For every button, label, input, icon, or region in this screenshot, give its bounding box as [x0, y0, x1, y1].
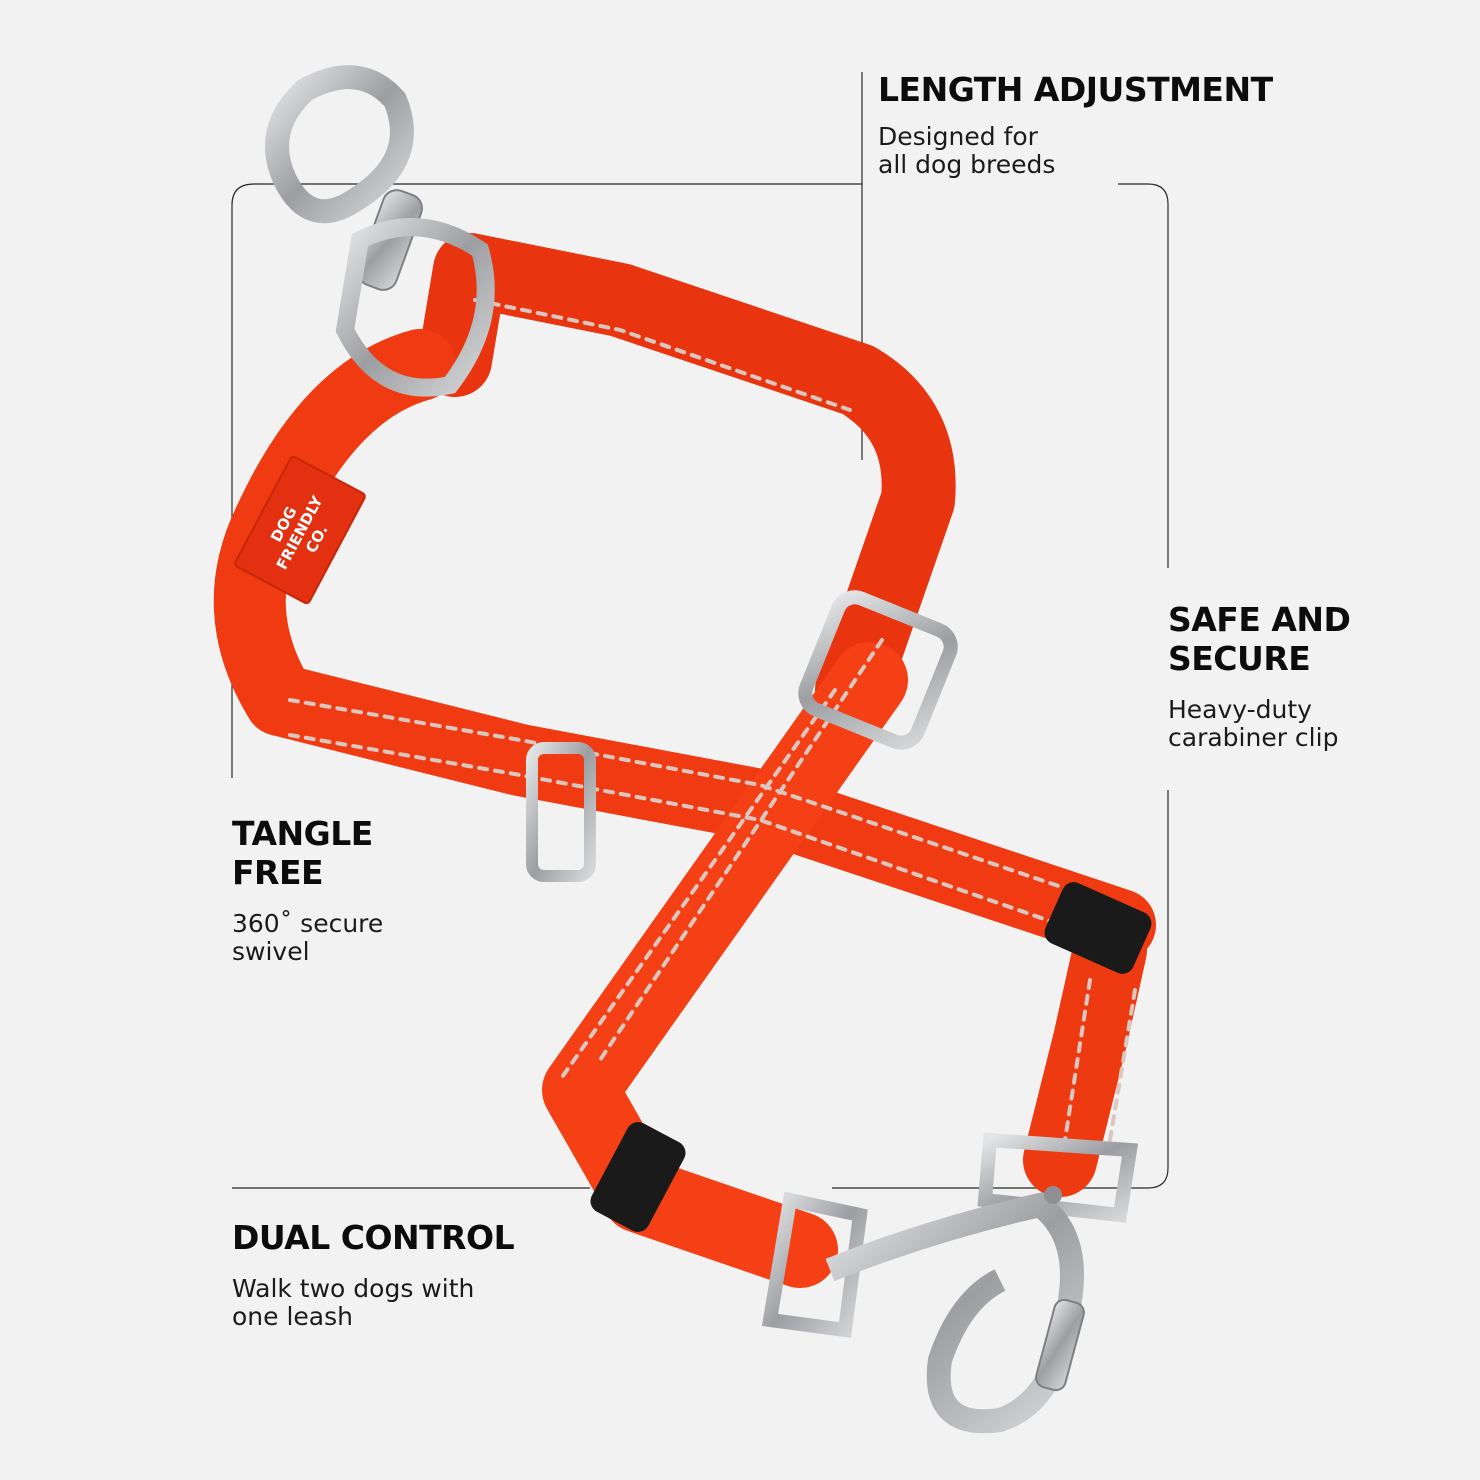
strap-segment-right-drop [1023, 913, 1147, 1197]
callout-line-right-lower [832, 790, 1169, 1189]
callout-line-top-right [1118, 183, 1169, 568]
swivel-ring-icon [265, 65, 495, 397]
feature-description: 360˚ secure swivel [232, 909, 384, 966]
feature-tangle-free: TANGLE FREE 360˚ secure swivel [232, 814, 383, 966]
feature-description: Walk two dogs with one leash [232, 1274, 475, 1331]
callout-line-top-left [231, 183, 862, 778]
feature-safe-and-secure: SAFE AND SECURE Heavy-duty carabiner cli… [1168, 600, 1351, 752]
strap-segment-diagonal [542, 642, 908, 1288]
strap-segment-upper [418, 233, 956, 727]
strap-keepers [590, 882, 1152, 1232]
callout-lines [231, 72, 1169, 1189]
leash-strap [213, 233, 1156, 1288]
brand-tag: DOG FRIENDLY CO. [234, 455, 366, 605]
carabiner-clip-icon [761, 1132, 1139, 1434]
feature-title: SAFE AND SECURE [1168, 600, 1351, 678]
feature-title: LENGTH ADJUSTMENT [878, 70, 1273, 109]
slide-keeper-icon [526, 742, 596, 882]
feature-title: DUAL CONTROL [232, 1218, 515, 1257]
adjuster-buckle-icon [798, 590, 958, 750]
feature-title: TANGLE FREE [232, 814, 373, 892]
feature-length-adjustment: LENGTH ADJUSTMENT Designed for all dog b… [878, 70, 1273, 179]
feature-description: Heavy-duty carabiner clip [1168, 695, 1339, 752]
feature-description: Designed for all dog breeds [878, 122, 1056, 179]
feature-dual-control: DUAL CONTROL Walk two dogs with one leas… [232, 1218, 515, 1331]
